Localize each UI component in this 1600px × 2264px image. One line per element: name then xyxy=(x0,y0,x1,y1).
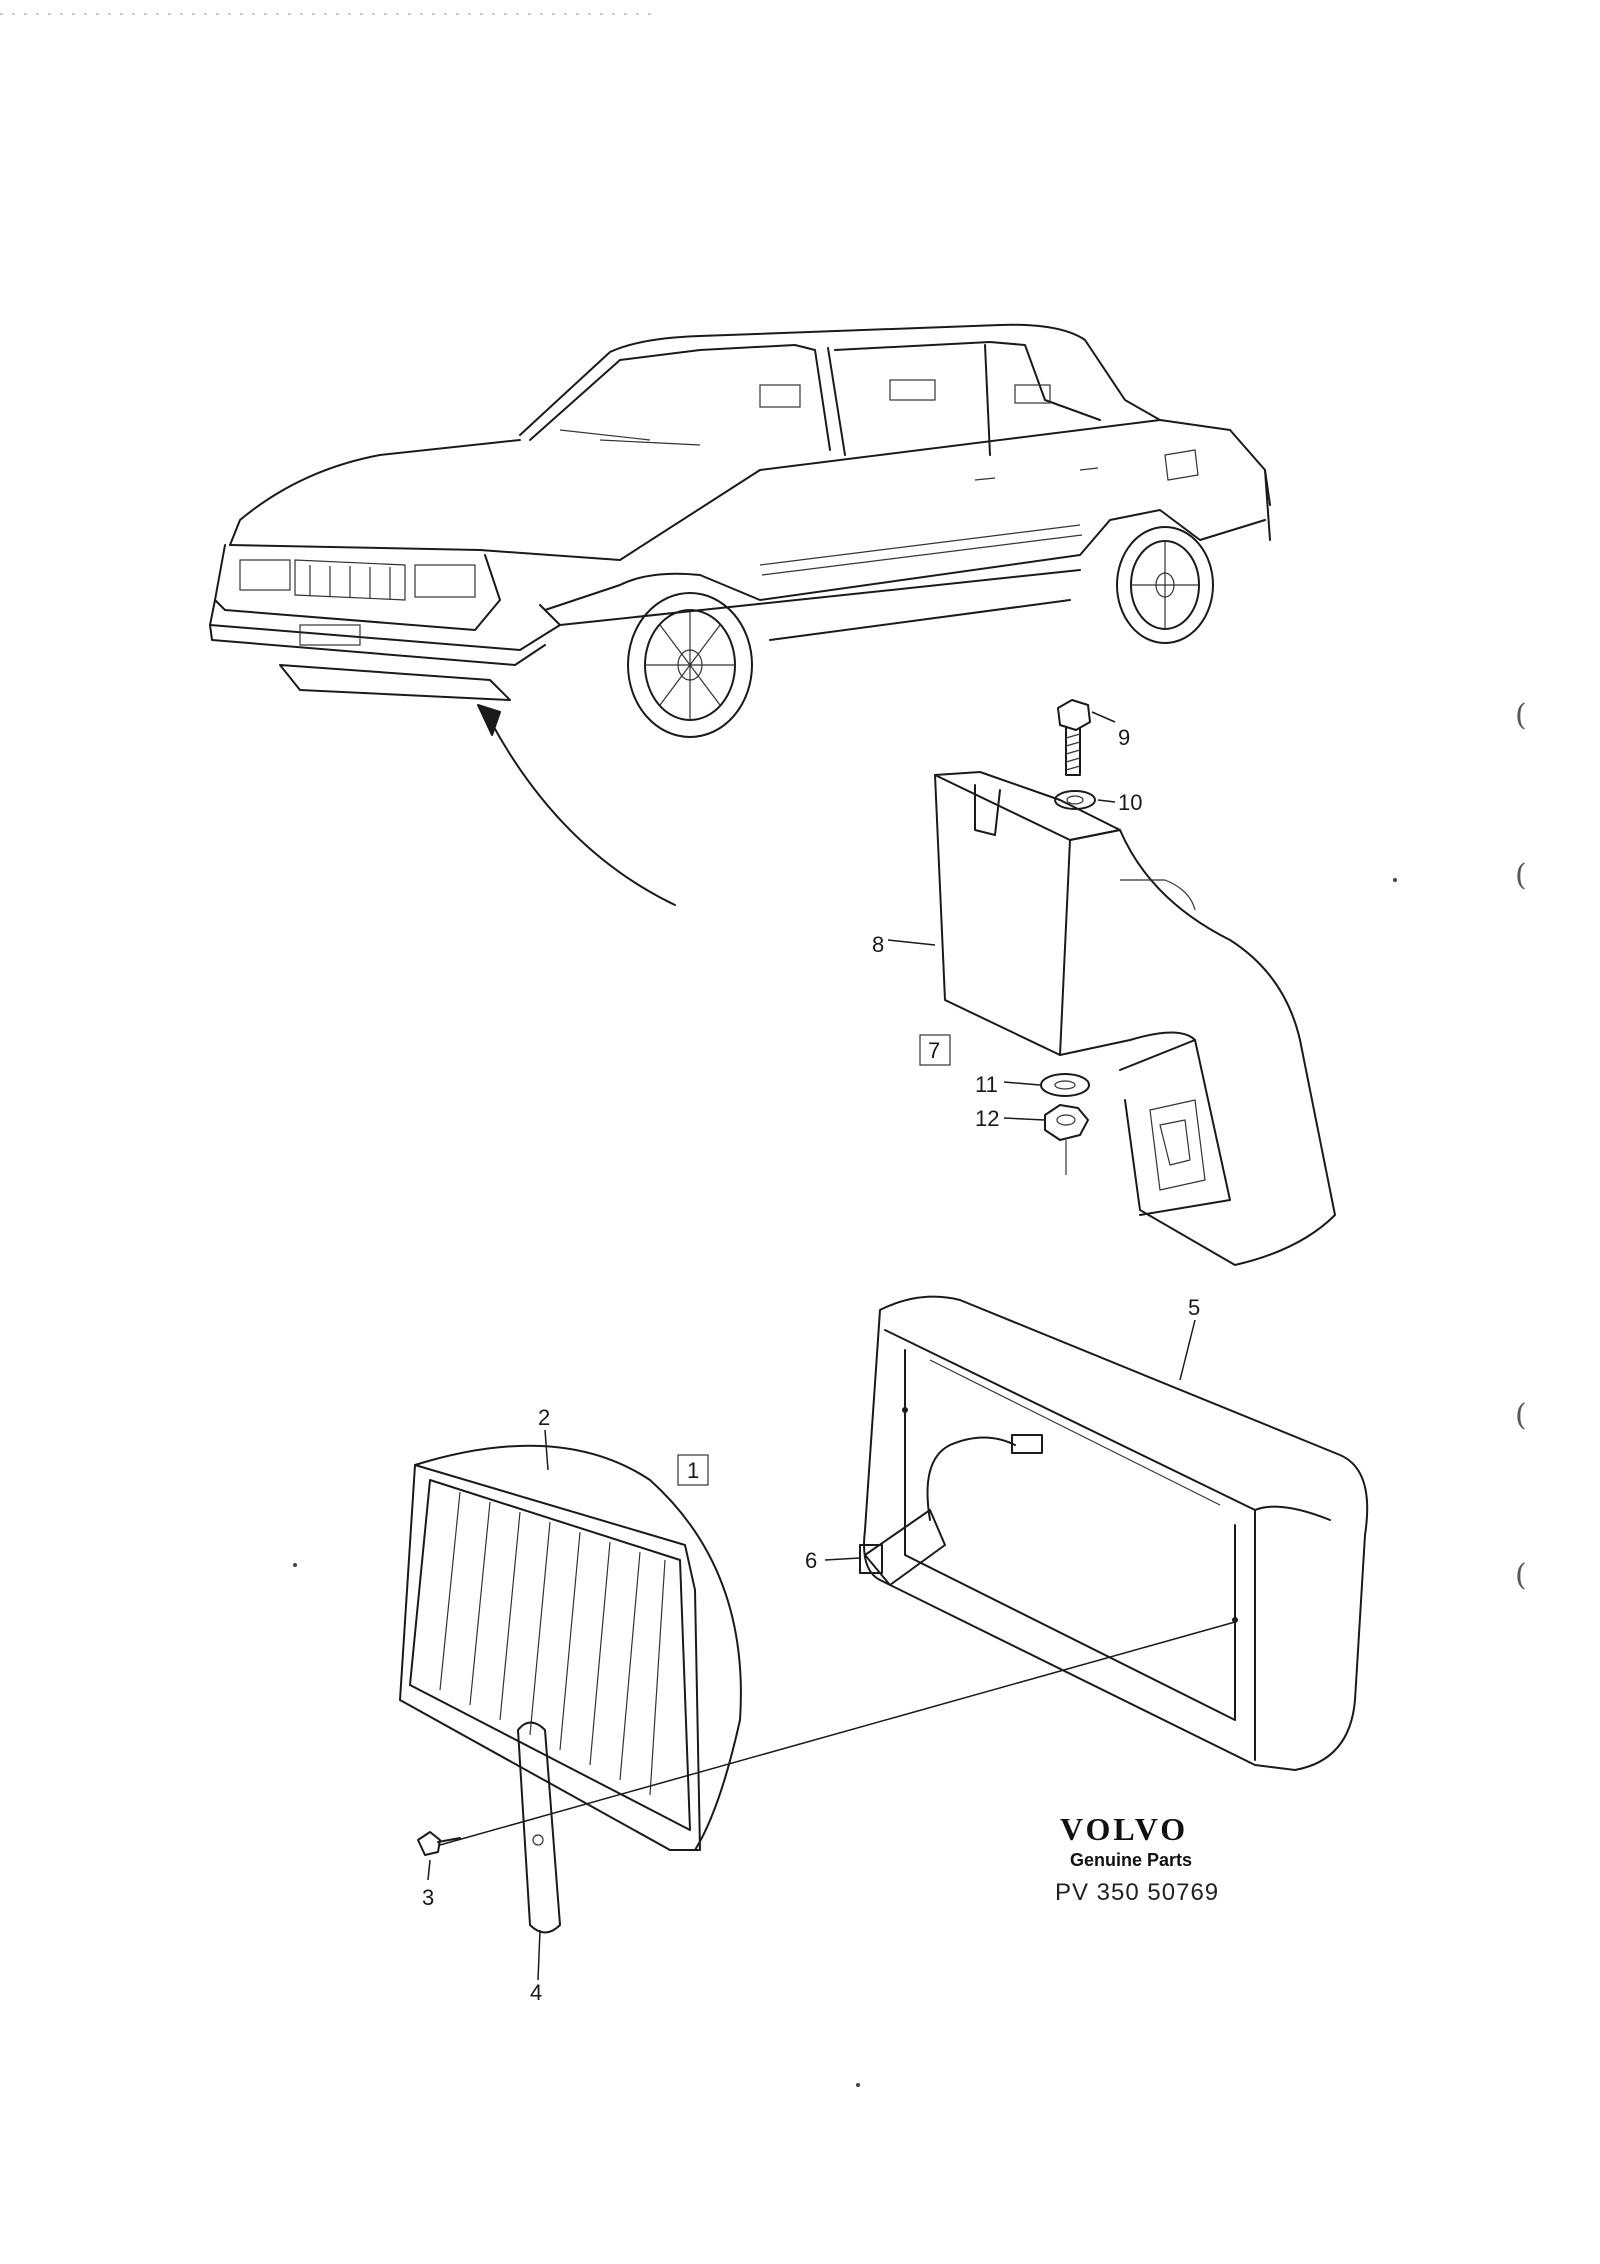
margin-mark-4: ( xyxy=(1515,1558,1527,1593)
callout-1: 1 xyxy=(687,1458,699,1483)
scan-specks xyxy=(0,13,1397,2087)
callout-7: 7 xyxy=(928,1038,940,1063)
callout-9: 9 xyxy=(1118,725,1130,750)
callout-11: 11 xyxy=(975,1072,998,1097)
bracket-assembly xyxy=(934,699,1336,1266)
leader-lines xyxy=(427,711,1196,1981)
margin-marks: ( ( ( ( xyxy=(1515,698,1527,1593)
foglight-lens xyxy=(399,1444,1236,1934)
callout-2: 2 xyxy=(538,1405,550,1430)
callout-1-box: 1 xyxy=(677,1454,709,1486)
callout-10: 10 xyxy=(1118,790,1142,815)
callouts: 9 10 8 7 11 12 2 1 5 6 3 4 xyxy=(422,725,1200,2005)
margin-mark-1: ( xyxy=(1515,698,1527,733)
callout-6: 6 xyxy=(805,1548,817,1573)
car-illustration xyxy=(209,323,1271,906)
callout-7-box: 7 xyxy=(919,1034,951,1066)
volvo-logo: VOLVO xyxy=(1060,1811,1188,1847)
part-code: PV 350 50769 xyxy=(1055,1879,1219,1906)
bolt-head xyxy=(1057,699,1091,731)
margin-mark-3: ( xyxy=(1515,1398,1527,1433)
foglight-housing xyxy=(859,1295,1369,1771)
branding-block: VOLVO Genuine Parts PV 350 50769 xyxy=(1055,1811,1219,1906)
callout-8: 8 xyxy=(872,932,884,957)
margin-mark-2: ( xyxy=(1515,858,1527,893)
callout-5: 5 xyxy=(1188,1295,1200,1320)
callout-3: 3 xyxy=(422,1885,434,1910)
genuine-parts-label: Genuine Parts xyxy=(1070,1850,1192,1870)
callout-12: 12 xyxy=(975,1106,999,1131)
callout-4: 4 xyxy=(530,1980,542,2005)
